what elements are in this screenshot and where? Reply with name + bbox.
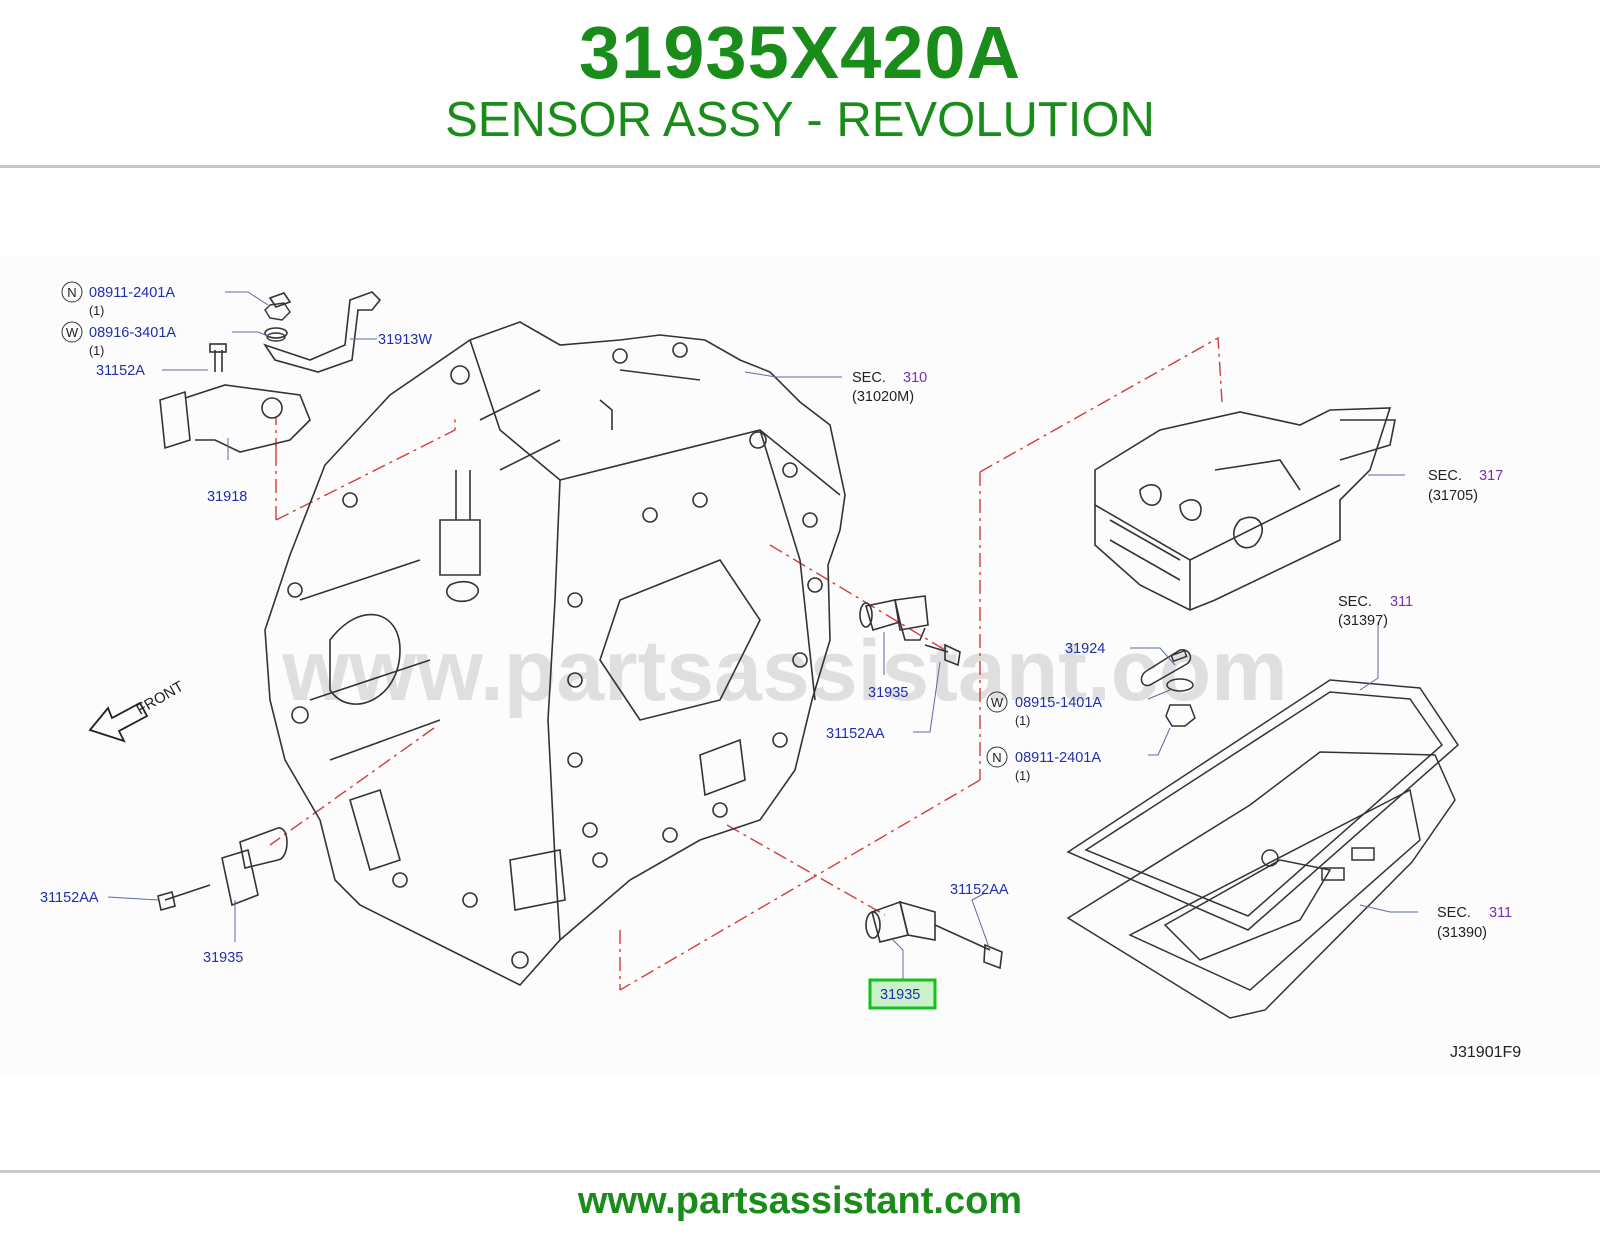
outline-lower [619,779,981,991]
sec-310-ref: (31020M) [852,389,914,405]
valve-body [1094,407,1396,611]
nut-top-prefix: N [67,285,76,300]
callout-nut-top-qty: (1) [89,304,104,318]
callout-washer-right-qty: (1) [1015,714,1030,728]
sec-311b-number[interactable]: 311 [1489,905,1512,921]
watermark: www.partsassistant.com [281,623,1287,719]
callout-bracket[interactable]: 31913W [378,332,432,348]
callout-bolt-top[interactable]: 31152A [96,363,145,379]
sec-311a-ref: (31397) [1338,613,1388,629]
part-number: 31935X420A [578,11,1022,94]
front-indicator: FRONT [88,678,187,743]
header-divider [0,165,1600,168]
highlight-box [868,978,937,1010]
outline-switch [275,418,456,521]
prefix-circles [61,281,1008,768]
washer-top-prefix: W [66,325,79,340]
range-switch [159,291,382,453]
callout-nut-right[interactable]: 08911-2401A [1015,750,1101,766]
drawing-code: J31901F9 [1450,1044,1521,1061]
nut-right-prefix: N [992,750,1001,765]
sec-310-label: SEC. [852,370,886,386]
callout-sensor-mid[interactable]: 31935 [868,685,908,701]
footer-url[interactable]: www.partsassistant.com [577,1180,1023,1222]
sec-311a-number[interactable]: 311 [1390,594,1413,610]
callout-bolt-left[interactable]: 31152AA [40,890,99,906]
sec-317-label: SEC. [1428,468,1462,484]
transaxle-case [264,321,846,986]
sensors [157,595,1003,970]
section-outlines [269,336,1223,991]
sec-311b-label: SEC. [1437,905,1471,921]
callout-nut-right-qty: (1) [1015,769,1030,783]
top-hardware [264,302,291,342]
callout-sensor-left[interactable]: 31935 [203,950,243,966]
parts-diagram: www.partsassistant.com [0,255,1600,1075]
outline-valve-body [979,336,1223,473]
callout-labels: 08911-2401A (1) 08916-3401A (1) 31913W 3… [40,285,1512,1003]
callout-washer-right[interactable]: 08915-1401A [1015,695,1102,711]
leader-sensor-left [269,727,435,846]
callout-nut-top[interactable]: 08911-2401A [89,285,175,301]
oil-pan [1066,679,1459,1019]
lever-assembly [1140,649,1196,727]
sec-317-ref: (31705) [1428,488,1478,504]
part-description: SENSOR ASSY - REVOLUTION [445,93,1155,147]
front-arrow-icon [88,701,149,743]
callout-washer-top[interactable]: 08916-3401A [89,325,176,341]
leader-sensor-bottom [726,824,886,916]
callout-sensor-highlighted[interactable]: 31935 [880,987,920,1003]
callout-switch[interactable]: 31918 [207,489,247,505]
sec-310-number[interactable]: 310 [903,370,927,386]
diagram-canvas: www.partsassistant.com [40,281,1521,1061]
washer-right-prefix: W [991,695,1004,710]
front-label: FRONT [134,678,187,719]
sec-311a-label: SEC. [1338,594,1372,610]
header: 31935X420A SENSOR ASSY - REVOLUTION [0,0,1600,168]
callout-lever[interactable]: 31924 [1065,641,1105,657]
callout-leaders [107,291,1418,983]
callout-washer-top-qty: (1) [89,344,104,358]
sec-311b-ref: (31390) [1437,925,1487,941]
callout-bolt-mid[interactable]: 31152AA [826,726,885,742]
leader-sensor-mid [769,544,946,651]
callout-bolt-bottom[interactable]: 31152AA [950,882,1009,898]
sec-317-number[interactable]: 317 [1479,468,1503,484]
footer-divider [0,1170,1600,1173]
